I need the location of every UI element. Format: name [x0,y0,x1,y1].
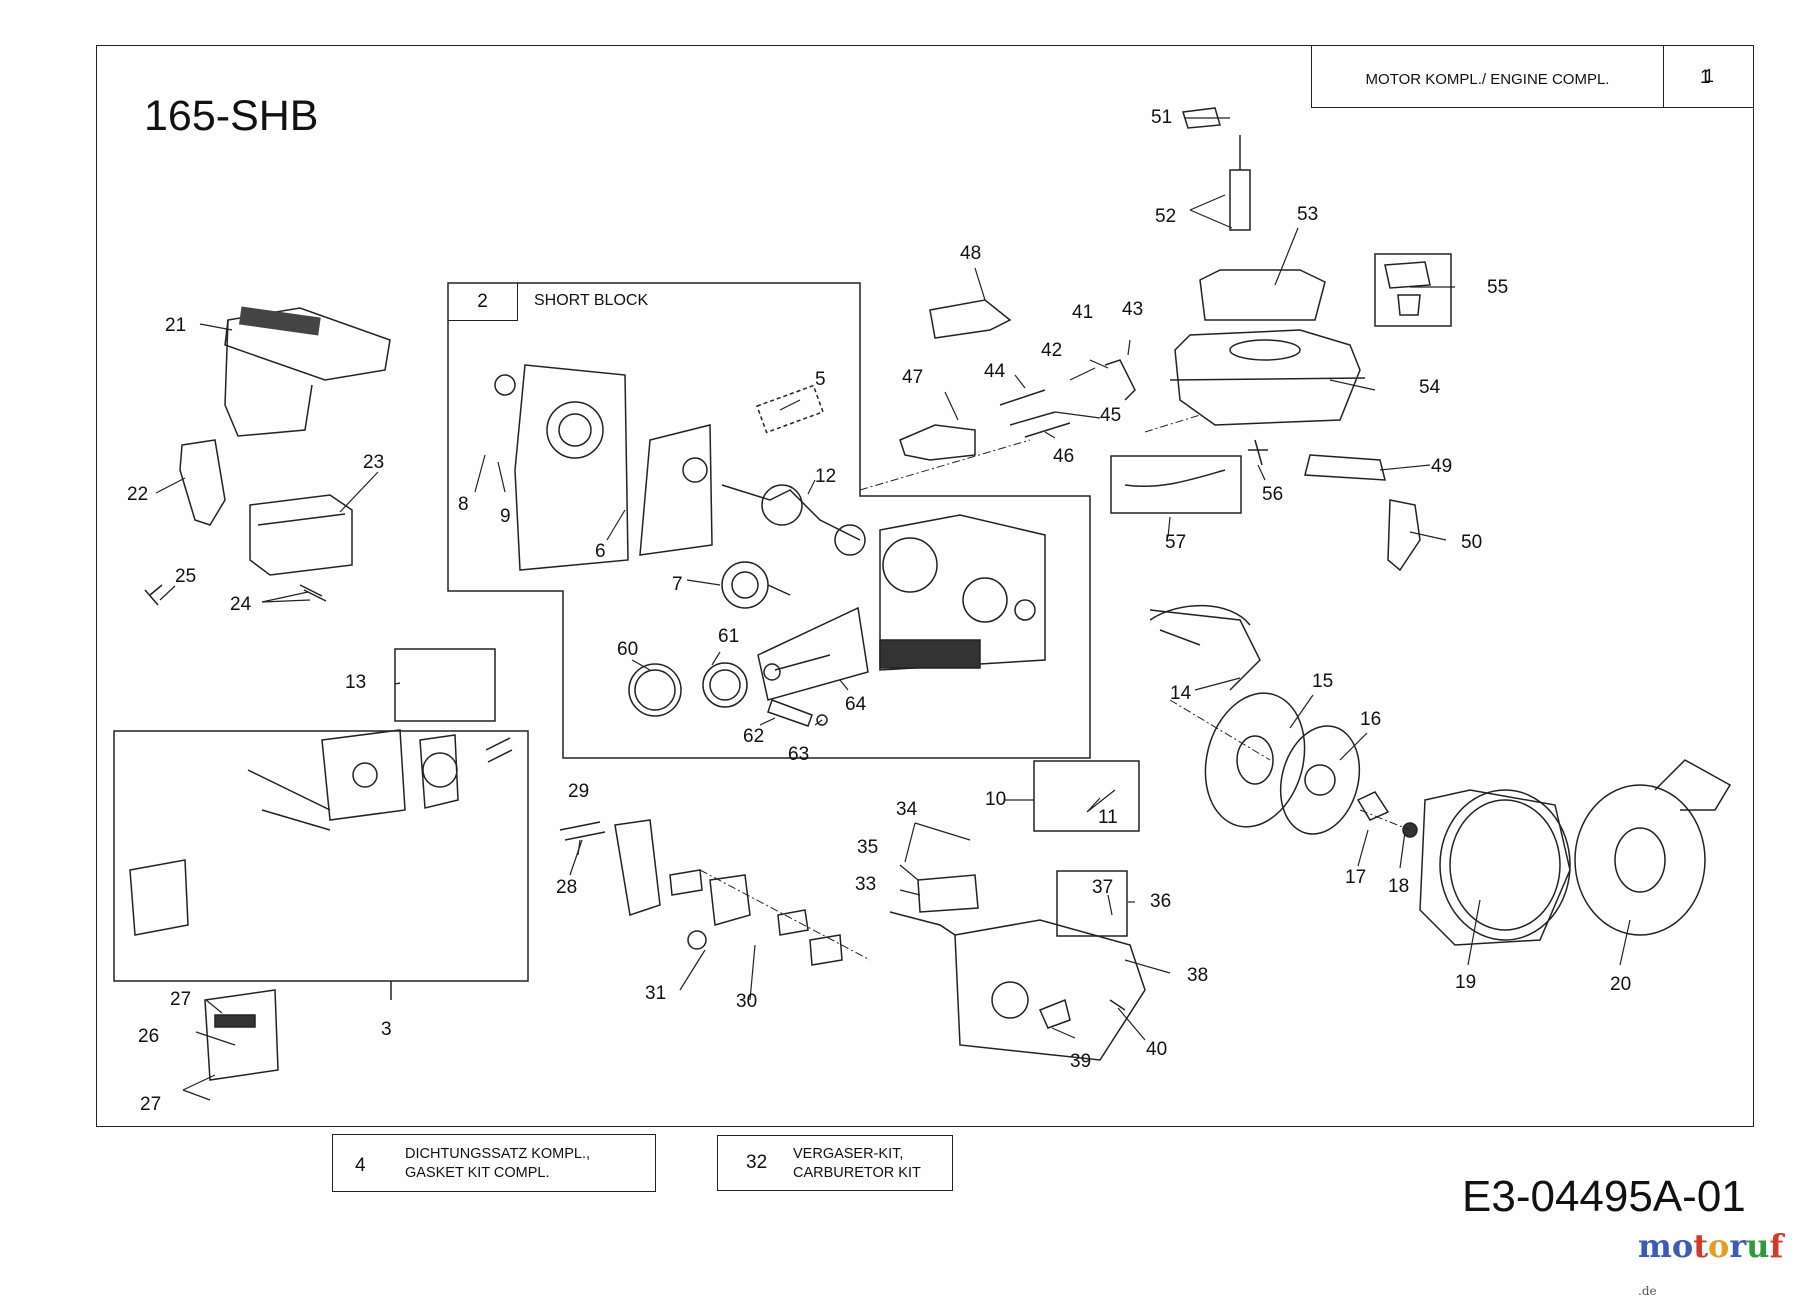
part-number-label: 23 [363,452,385,473]
part-number-label: 43 [1122,299,1144,320]
part-number-label: 40 [1146,1039,1168,1060]
watermark-suffix: .de [1638,1284,1657,1298]
part-number-label: 61 [718,626,740,647]
part-number-label: 22 [127,484,149,505]
part-number-label: 6 [595,541,606,562]
part-number-label: 31 [645,983,667,1004]
part-number-label: 39 [1070,1051,1092,1072]
short-block-title: SHORT BLOCK [534,292,649,309]
part-number-label: 33 [855,874,877,895]
part-number-label: 47 [902,367,924,388]
part-number-label: 20 [1610,974,1632,995]
part-number-label: 56 [1262,484,1284,505]
part-number-label: 29 [568,781,590,802]
part-number-label: 45 [1100,405,1122,426]
motoruf-watermark: motoruf .de [1638,1227,1800,1303]
carburetor-kit-label-en: CARBURETOR KIT [793,1165,921,1181]
part-number-label: 64 [845,694,867,715]
part-number-label: 5 [815,369,826,390]
part-number-label: 54 [1419,377,1441,398]
gasket-kit-box: 4 DICHTUNGSSATZ KOMPL., GASKET KIT COMPL… [332,1134,656,1192]
part-number-label: 55 [1487,277,1509,298]
part-number-label: 18 [1388,876,1410,897]
part-number-label: 62 [743,726,765,747]
carburetor-kit-box: 32 VERGASER-KIT, CARBURETOR KIT [717,1135,953,1191]
part-number-label: 12 [815,466,837,487]
watermark-letter: r [1729,1227,1747,1265]
gasket-kit-label-de: DICHTUNGSSATZ KOMPL., [405,1146,591,1162]
document-id: E3-04495A-01 [1462,1172,1746,1221]
short-block-number: 2 [448,283,518,321]
part-number-label: 49 [1431,456,1453,477]
part-number-label: 16 [1360,709,1382,730]
part-number-label: 9 [500,506,511,527]
part-number-label: 28 [556,877,578,898]
part-number-label: 25 [175,566,197,587]
part-number-label: 26 [138,1026,160,1047]
part-number-label: 63 [788,744,810,765]
part-number-label: 14 [1170,683,1192,704]
diagram-frame [96,45,1754,1127]
part-number-label: 37 [1092,877,1114,898]
watermark-letter: t [1693,1227,1708,1265]
part-number-label: 57 [1165,532,1187,553]
watermark-letter: f [1769,1227,1784,1265]
part-number-label: 35 [857,837,879,858]
part-number-label: 8 [458,494,469,515]
model-title: 165-SHB [144,92,319,140]
carburetor-kit-label-de: VERGASER-KIT, [793,1146,904,1162]
part-number-label: 7 [672,574,683,595]
part-number-label: 1 [1700,67,1711,88]
gasket-kit-label-en: GASKET KIT COMPL. [405,1165,550,1181]
assembly-title: MOTOR KOMPL./ ENGINE COMPL. [1312,45,1664,107]
part-number-label: 36 [1150,891,1172,912]
part-number-label: 46 [1053,446,1075,467]
carburetor-kit-number: 32 [746,1152,768,1173]
part-number-label: 10 [985,789,1007,810]
part-number-label: 13 [345,672,367,693]
part-number-label: 38 [1187,965,1209,986]
part-number-label: 30 [736,991,758,1012]
part-number-label: 21 [165,315,187,336]
watermark-letter: o [1671,1227,1694,1265]
assembly-header: MOTOR KOMPL./ ENGINE COMPL. 1 [1311,45,1754,108]
part-number-label: 3 [381,1019,392,1040]
part-number-label: 27 [140,1094,162,1115]
watermark-letter: o [1707,1227,1730,1265]
gasket-kit-number: 4 [355,1155,366,1176]
assembly-number: 1 [1703,65,1714,86]
part-number-label: 48 [960,243,982,264]
part-number-label: 19 [1455,972,1477,993]
part-number-label: 51 [1151,107,1173,128]
part-number-label: 27 [170,989,192,1010]
part-number-label: 17 [1345,867,1367,888]
part-number-label: 53 [1297,204,1319,225]
part-number-label: 41 [1072,302,1094,323]
part-number-label: 15 [1312,671,1334,692]
watermark-letter: u [1746,1227,1770,1265]
part-number-label: 52 [1155,206,1177,227]
part-number-label: 60 [617,639,639,660]
watermark-letter: m [1638,1227,1672,1265]
part-number-label: 44 [984,361,1006,382]
part-number-label: 11 [1098,807,1118,828]
part-number-label: 42 [1041,340,1063,361]
part-number-label: 34 [896,799,918,820]
part-number-label: 50 [1461,532,1483,553]
part-number-label: 24 [230,594,252,615]
